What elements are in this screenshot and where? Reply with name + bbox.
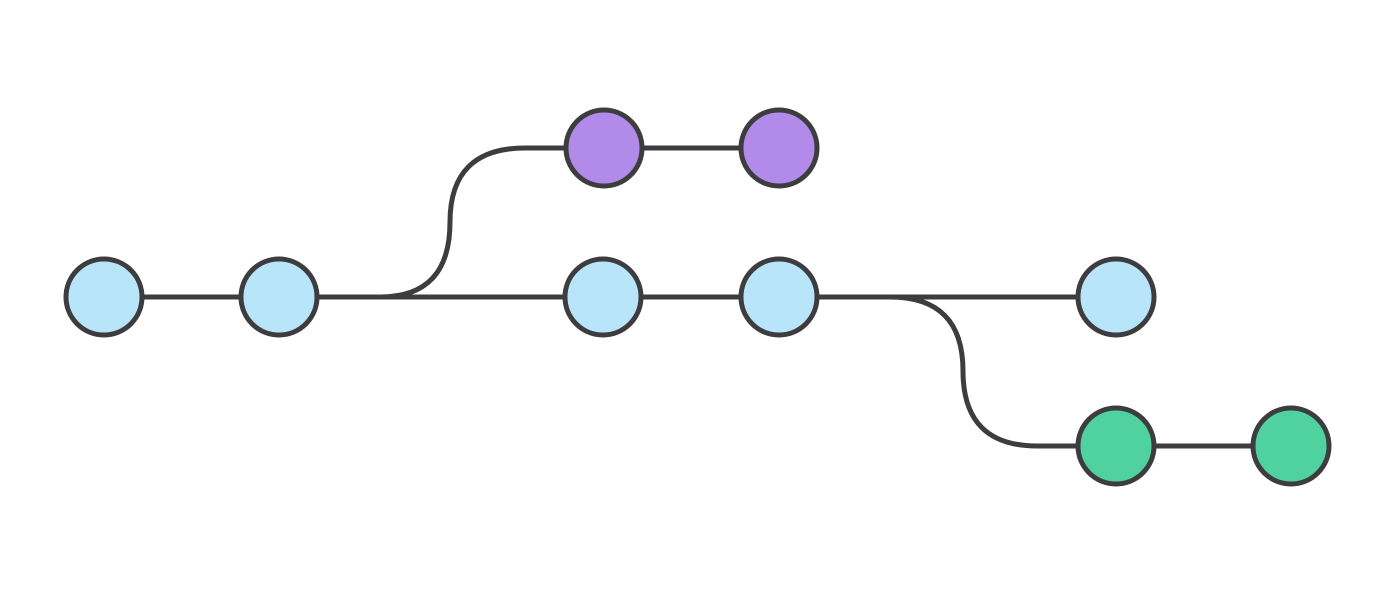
main-commit-node [63,256,145,338]
main-commit-node [238,256,320,338]
purple-commit-node [738,107,820,189]
commit-nodes [63,107,1332,487]
main-commit-node [1075,256,1157,338]
main-commit-node [738,256,820,338]
green-branch-line [887,294,1294,449]
purple-commit-node [563,107,645,189]
purple-branch-line [377,145,782,300]
green-commit-node [1250,405,1332,487]
green-commit-node [1075,405,1157,487]
main-commit-node [562,256,644,338]
